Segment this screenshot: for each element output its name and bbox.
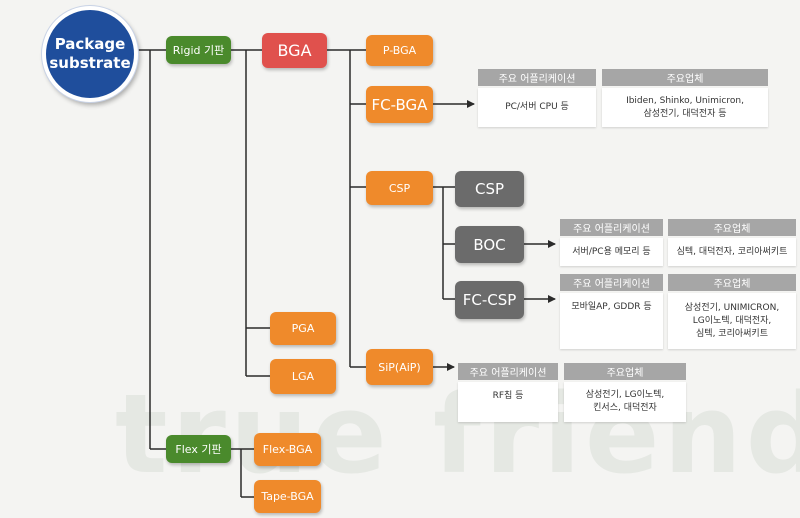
info-boc-vendor-line: 심텍, 대덕전자, 코리아써키트	[676, 246, 788, 257]
info-fccsp: 주요 어플리케이션 주요업체 모바일AP, GDDR 등 삼성전기, UNIMI…	[560, 274, 798, 350]
node-tape-bga: Tape-BGA	[254, 480, 321, 513]
info-fccsp-vendor: 삼성전기, UNIMICRON, LG이노텍, 대덕전자, 심텍, 코리아써키트	[668, 293, 796, 349]
root-label-line2: substrate	[49, 54, 131, 72]
info-sip-vendor-line: 삼성전기, LG이노텍,	[585, 390, 665, 400]
info-sip-vendor-header: 주요업체	[564, 363, 686, 380]
info-boc-app-line: 서버/PC용 메모리 등	[572, 246, 651, 257]
info-fccsp-vendor-line: 심텍, 코리아써키트	[696, 328, 768, 339]
root-package-substrate: Package substrate	[42, 6, 138, 102]
info-fccsp-app-line: 모바일AP, GDDR 등	[571, 302, 652, 312]
info-sip-app-line: RF칩 등	[492, 391, 524, 401]
info-boc-app-header: 주요 어플리케이션	[560, 219, 663, 236]
info-sip-app-header: 주요 어플리케이션	[458, 363, 558, 380]
node-flex: Flex 기판	[166, 435, 231, 463]
info-sip-vendor: 삼성전기, LG이노텍, 킨서스, 대덕전자	[564, 382, 686, 422]
root-label-line1: Package	[54, 35, 126, 53]
info-fcbga-vendor-line: 삼성전기, 대덕전자 등	[643, 108, 727, 119]
info-fcbga-vendor-header: 주요업체	[602, 69, 768, 86]
info-boc-vendor: 심텍, 대덕전자, 코리아써키트	[668, 238, 796, 266]
node-csp-sub: CSP	[455, 171, 524, 207]
node-lga: LGA	[270, 359, 336, 394]
info-sip-vendor-line: 킨서스, 대덕전자	[593, 403, 657, 413]
info-fccsp-vendor-line: LG이노텍, 대덕전자,	[692, 315, 772, 326]
info-fccsp-vendor-line: 삼성전기, UNIMICRON,	[684, 302, 780, 313]
info-fcbga-app-header: 주요 어플리케이션	[478, 69, 596, 86]
node-bga: BGA	[262, 33, 327, 68]
info-sip-app: RF칩 등	[458, 382, 558, 422]
info-fcbga-vendor: Ibiden, Shinko, Unimicron, 삼성전기, 대덕전자 등	[602, 88, 768, 127]
info-fccsp-app-header: 주요 어플리케이션	[560, 274, 663, 291]
info-boc: 주요 어플리케이션 주요업체 서버/PC용 메모리 등 심텍, 대덕전자, 코리…	[560, 219, 798, 267]
info-boc-app: 서버/PC용 메모리 등	[560, 238, 663, 266]
info-fccsp-vendor-header: 주요업체	[668, 274, 796, 291]
node-flex-bga: Flex-BGA	[254, 433, 321, 466]
node-boc: BOC	[455, 226, 524, 263]
node-csp: CSP	[366, 171, 433, 205]
info-boc-vendor-header: 주요업체	[668, 219, 796, 236]
node-sip: SiP(AiP)	[366, 349, 433, 385]
info-fcbga: 주요 어플리케이션 주요업체 PC/서버 CPU 등 Ibiden, Shink…	[478, 69, 768, 129]
info-fcbga-app: PC/서버 CPU 등	[478, 88, 596, 127]
node-pga: PGA	[270, 312, 336, 345]
info-fcbga-app-line: PC/서버 CPU 등	[505, 102, 569, 112]
info-fccsp-app: 모바일AP, GDDR 등	[560, 293, 663, 349]
node-fcbga: FC-BGA	[366, 86, 433, 123]
info-sip: 주요 어플리케이션 주요업체 RF칩 등 삼성전기, LG이노텍, 킨서스, 대…	[458, 363, 688, 423]
info-fcbga-vendor-line: Ibiden, Shinko, Unimicron,	[626, 95, 744, 106]
node-pbga: P-BGA	[366, 35, 433, 66]
node-fccsp: FC-CSP	[455, 281, 524, 319]
node-rigid: Rigid 기판	[166, 36, 231, 64]
